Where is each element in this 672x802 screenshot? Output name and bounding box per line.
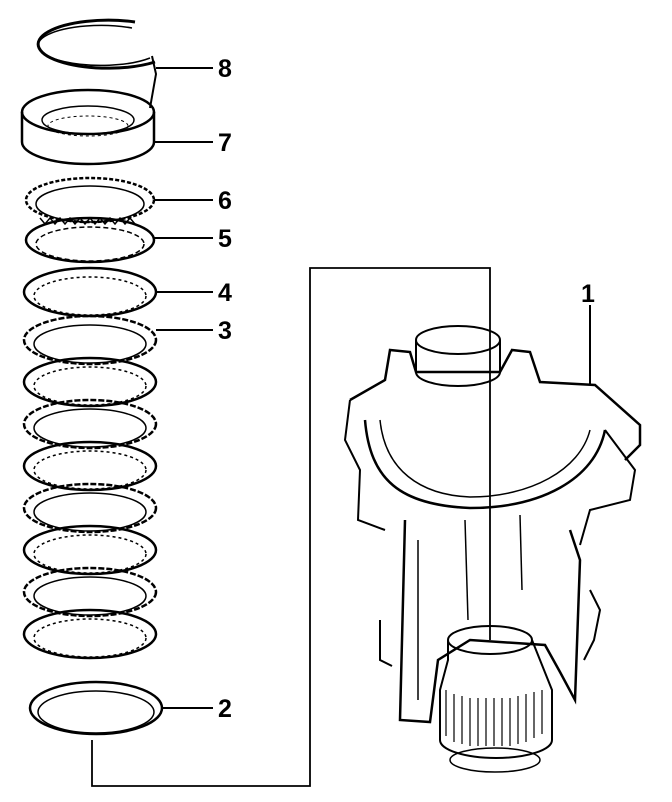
callout-2: 2 (218, 695, 232, 723)
retaining-ring-2-part (28, 680, 164, 736)
callout-7: 7 (218, 129, 232, 157)
leader-lines (154, 67, 591, 709)
exploded-stack (20, 18, 164, 736)
assembly-guide-line (91, 267, 491, 787)
piston-bearing-part (20, 88, 156, 166)
callout-8: 8 (218, 55, 232, 83)
callout-4: 4 (218, 279, 232, 307)
callout-5: 5 (218, 225, 232, 253)
callout-3: 3 (218, 317, 232, 345)
clutch-plate-stack (22, 314, 158, 660)
callout-6: 6 (218, 187, 232, 215)
snap-ring-part (36, 18, 158, 109)
clutch-plate-4-part (22, 266, 158, 318)
transmission-housing-part (343, 325, 642, 773)
clutch-disc-5-part (24, 216, 156, 264)
callout-1: 1 (581, 280, 595, 308)
callout-labels: 8 7 6 5 4 3 2 1 (218, 55, 595, 723)
